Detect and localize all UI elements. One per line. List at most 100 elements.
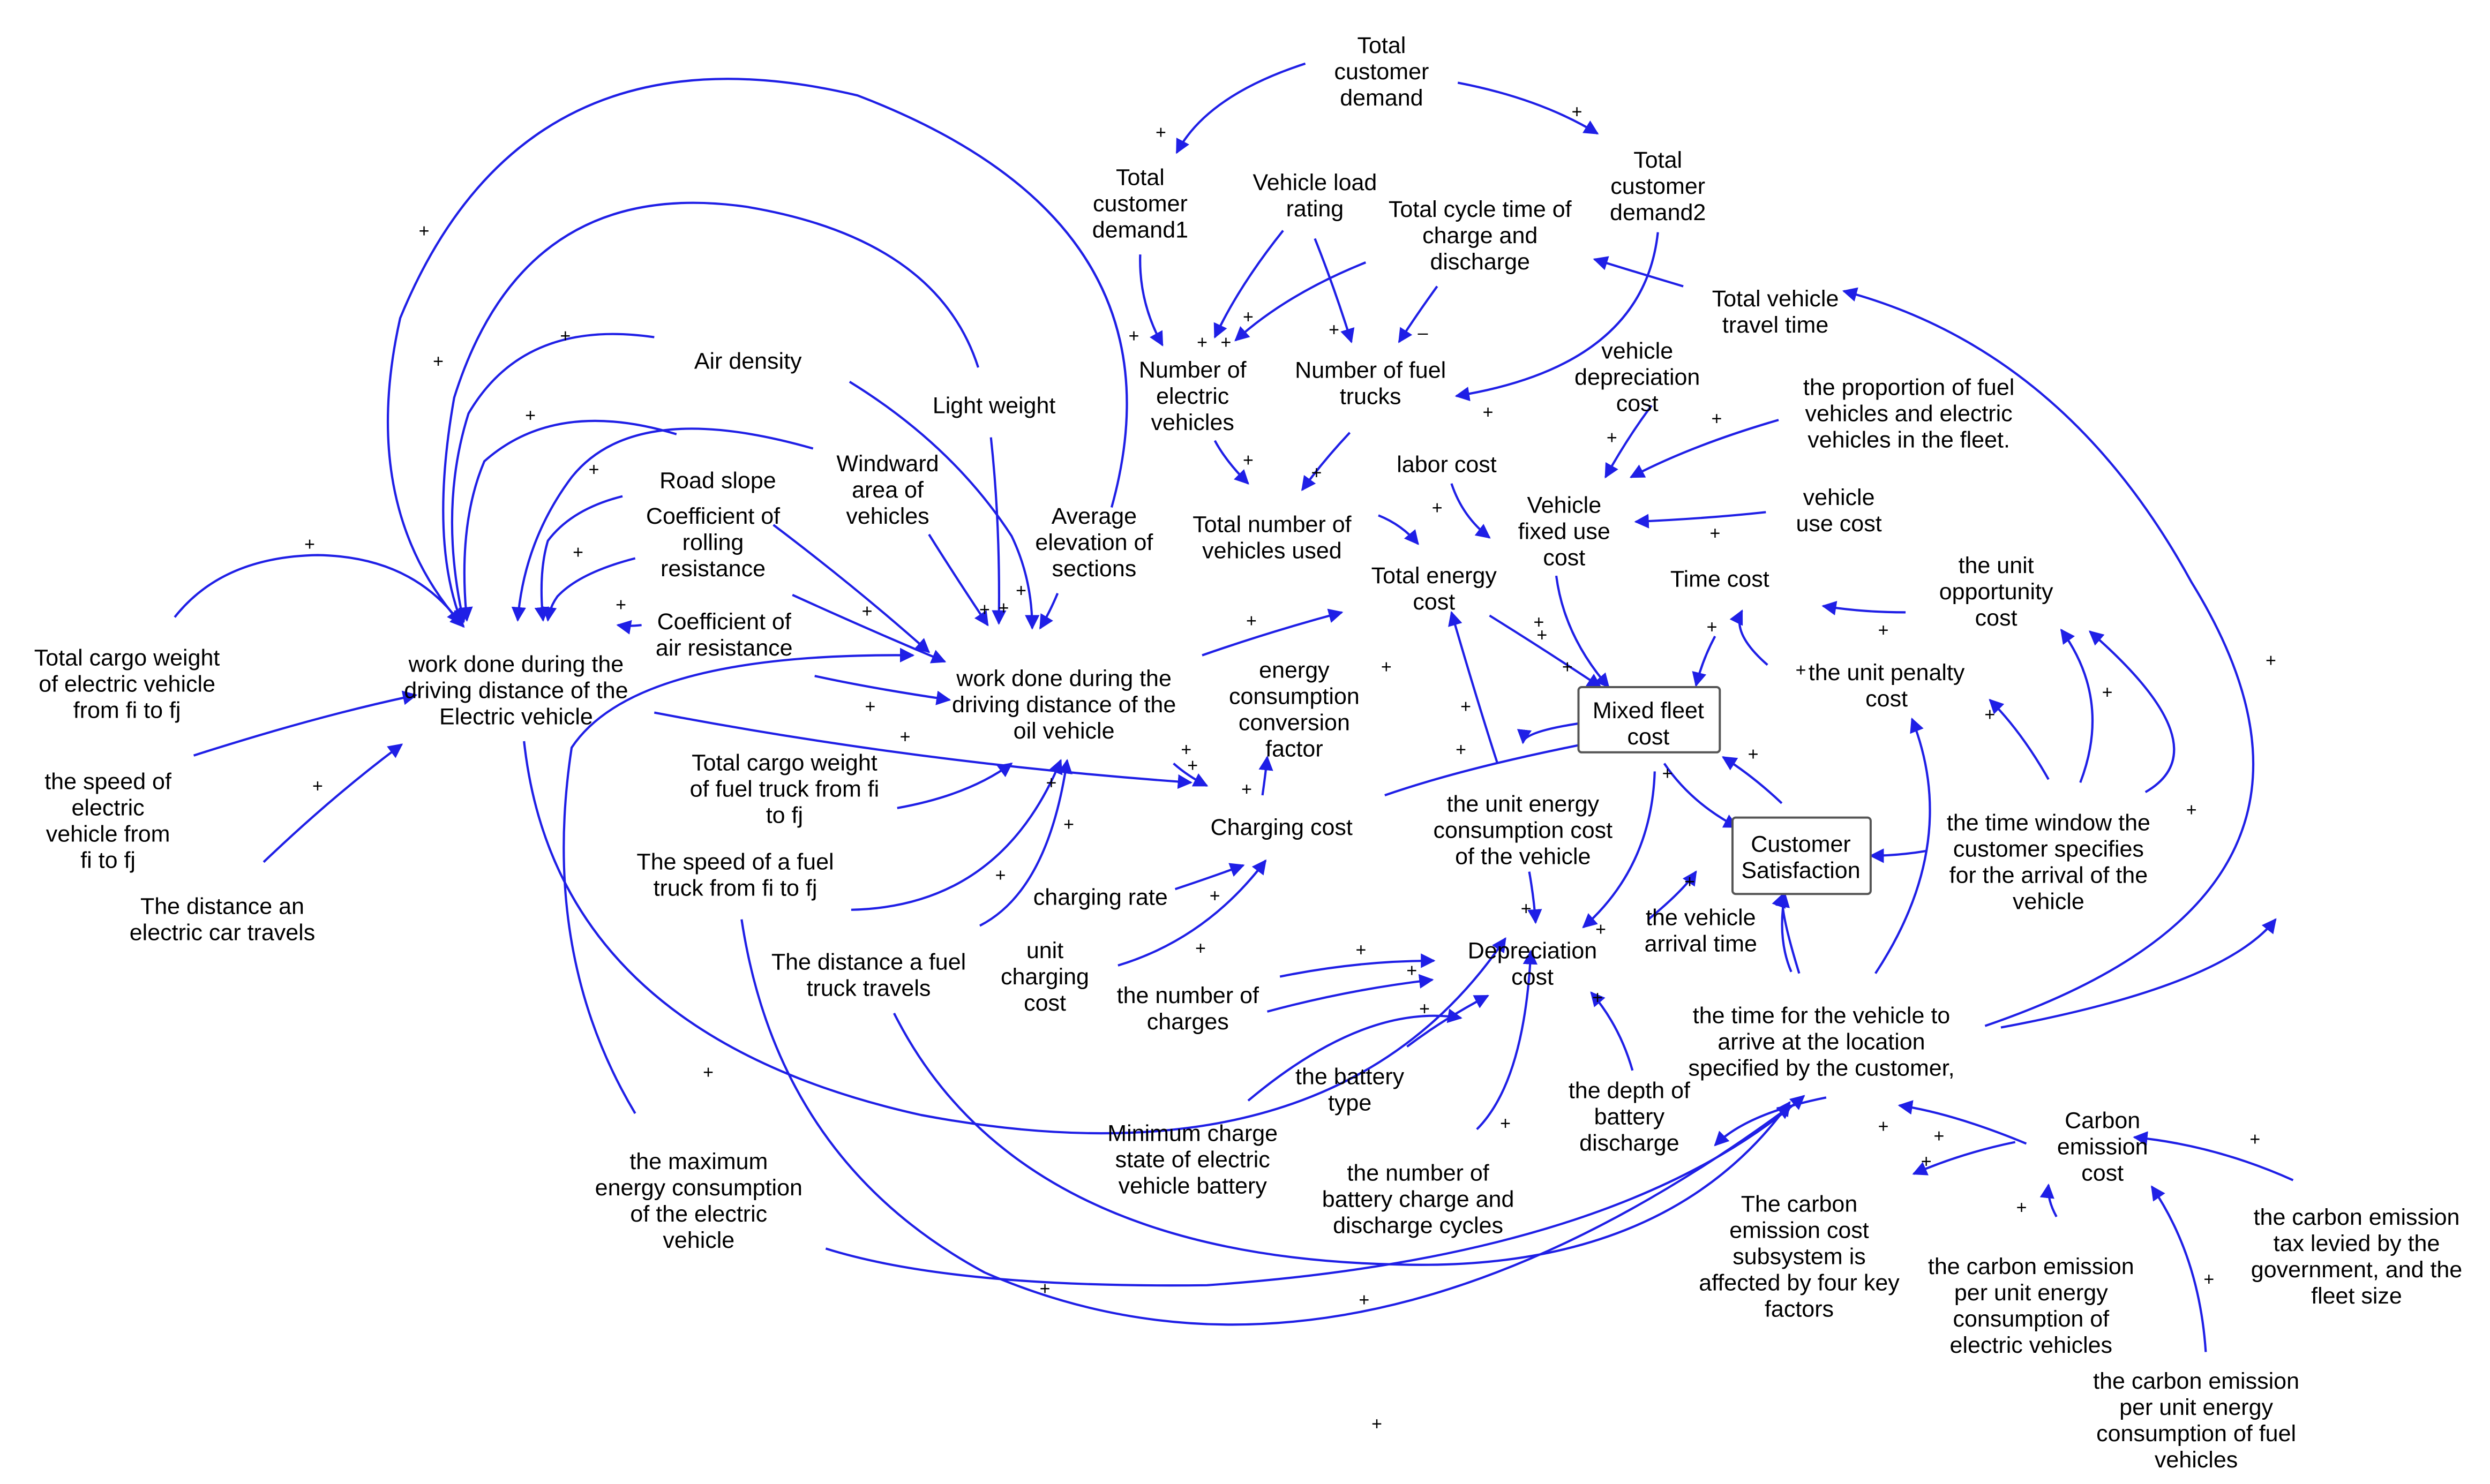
node-label-line: vehicles in the fleet. xyxy=(1808,427,2010,453)
causal-link-arrow xyxy=(1398,285,1438,343)
node-label-line: conversion xyxy=(1239,710,1350,735)
plus-sign: + xyxy=(1460,697,1471,717)
node-label-line: Coefficient of xyxy=(657,609,792,635)
causal-link-arrow xyxy=(616,620,642,635)
plus-sign: + xyxy=(1197,332,1208,352)
node-label-line: factors xyxy=(1765,1297,1834,1322)
causal-link-arrow xyxy=(1301,432,1351,492)
node-label-line: vehicles and electric xyxy=(1805,401,2012,427)
causal-link-arrow xyxy=(451,333,655,623)
causal-link-arrow xyxy=(387,78,1128,628)
plus-sign: + xyxy=(1016,581,1026,601)
plus-sign: + xyxy=(525,405,536,426)
causal-link-arrow xyxy=(1555,575,1610,689)
causal-link-arrow xyxy=(1582,771,1656,929)
node-label-line: Vehicle xyxy=(1527,492,1601,518)
node-box-mfc xyxy=(1577,686,1721,754)
node-label-line: the number of xyxy=(1347,1161,1489,1186)
node-label-line: per unit energy xyxy=(1954,1280,2108,1306)
node-label-line: battery charge and xyxy=(1322,1187,1514,1212)
node-label-line: arrival time xyxy=(1645,931,1757,956)
causal-link-arrow xyxy=(1174,863,1245,891)
plus-sign: + xyxy=(1432,498,1443,518)
node-label-line: vehicle xyxy=(2013,889,2084,915)
node-label-line: The distance an xyxy=(140,893,304,919)
node-label-line: the battery xyxy=(1295,1064,1405,1089)
node-label-line: Average xyxy=(1052,503,1137,529)
causal-link-arrow xyxy=(1604,405,1653,479)
plus-sign: + xyxy=(419,221,430,242)
causal-link-arrow xyxy=(1202,608,1344,657)
plus-sign: + xyxy=(616,595,626,615)
plus-sign: + xyxy=(1707,617,1718,637)
causal-link-arrow xyxy=(2133,1131,2294,1181)
node-charging: Charging cost xyxy=(1211,815,1353,840)
plus-sign: + xyxy=(1063,814,1074,834)
node-label-line: Total number of xyxy=(1192,512,1352,538)
plus-sign: + xyxy=(1246,611,1257,631)
node-label-line: the speed of xyxy=(44,769,172,794)
plus-sign: + xyxy=(1984,704,1995,725)
plus-sign: + xyxy=(900,727,911,747)
node-label-line: energy consumption xyxy=(595,1175,802,1201)
node-label-line: of the electric xyxy=(630,1201,767,1227)
plus-sign: + xyxy=(1243,307,1254,327)
node-label-line: Depreciation xyxy=(1468,938,1597,964)
node-label-line: the unit xyxy=(1959,553,2034,578)
node-label-line: rolling xyxy=(682,530,744,555)
plus-sign: + xyxy=(995,865,1006,885)
causal-link-arrow xyxy=(1258,755,1273,796)
plus-sign: + xyxy=(1521,899,1532,919)
plus-sign: + xyxy=(1684,871,1695,892)
node-label-line: the time for the vehicle to xyxy=(1693,1003,1950,1029)
causal-links xyxy=(174,62,2294,1352)
causal-link-arrow xyxy=(1266,974,1434,1013)
node-label-line: emission cost xyxy=(1729,1218,1869,1244)
causal-link-arrow xyxy=(1821,600,1906,615)
causal-link-arrow xyxy=(1039,592,1059,630)
causal-link-arrow xyxy=(1874,717,1931,974)
node-label-line: charge and xyxy=(1422,223,1538,248)
node-label-line: Number of fuel xyxy=(1295,358,1446,383)
node-label-line: Total vehicle xyxy=(1712,286,1839,312)
node-label-line: Coefficient of xyxy=(646,503,781,529)
node-label-line: driving distance of the xyxy=(404,677,628,703)
causal-link-arrow xyxy=(1139,254,1164,346)
causal-link-arrow xyxy=(1450,483,1491,539)
node-label-line: vehicle xyxy=(1803,485,1875,510)
causal-link-arrow xyxy=(1175,62,1306,154)
node-label-line: the vehicle xyxy=(1646,905,1756,930)
node-road: Road slope xyxy=(659,468,776,493)
causal-link-arrow xyxy=(1869,848,1927,863)
causal-link-arrow xyxy=(1213,440,1249,485)
causal-link-arrow xyxy=(1898,1100,2027,1145)
node-label-line: of fuel truck from fi xyxy=(690,776,880,802)
node-label-line: vehicle battery xyxy=(1119,1173,1268,1199)
causal-link-arrow xyxy=(1489,614,1602,688)
plus-sign: + xyxy=(1220,332,1231,352)
node-label-line: consumption of xyxy=(1953,1306,2110,1332)
plus-sign: + xyxy=(560,326,571,346)
causal-link-arrow xyxy=(1729,609,1768,666)
node-labels: TotalcustomerdemandTotalcustomerdemand1T… xyxy=(34,33,2462,1473)
node-label-line: Minimum charge xyxy=(1107,1120,1278,1146)
